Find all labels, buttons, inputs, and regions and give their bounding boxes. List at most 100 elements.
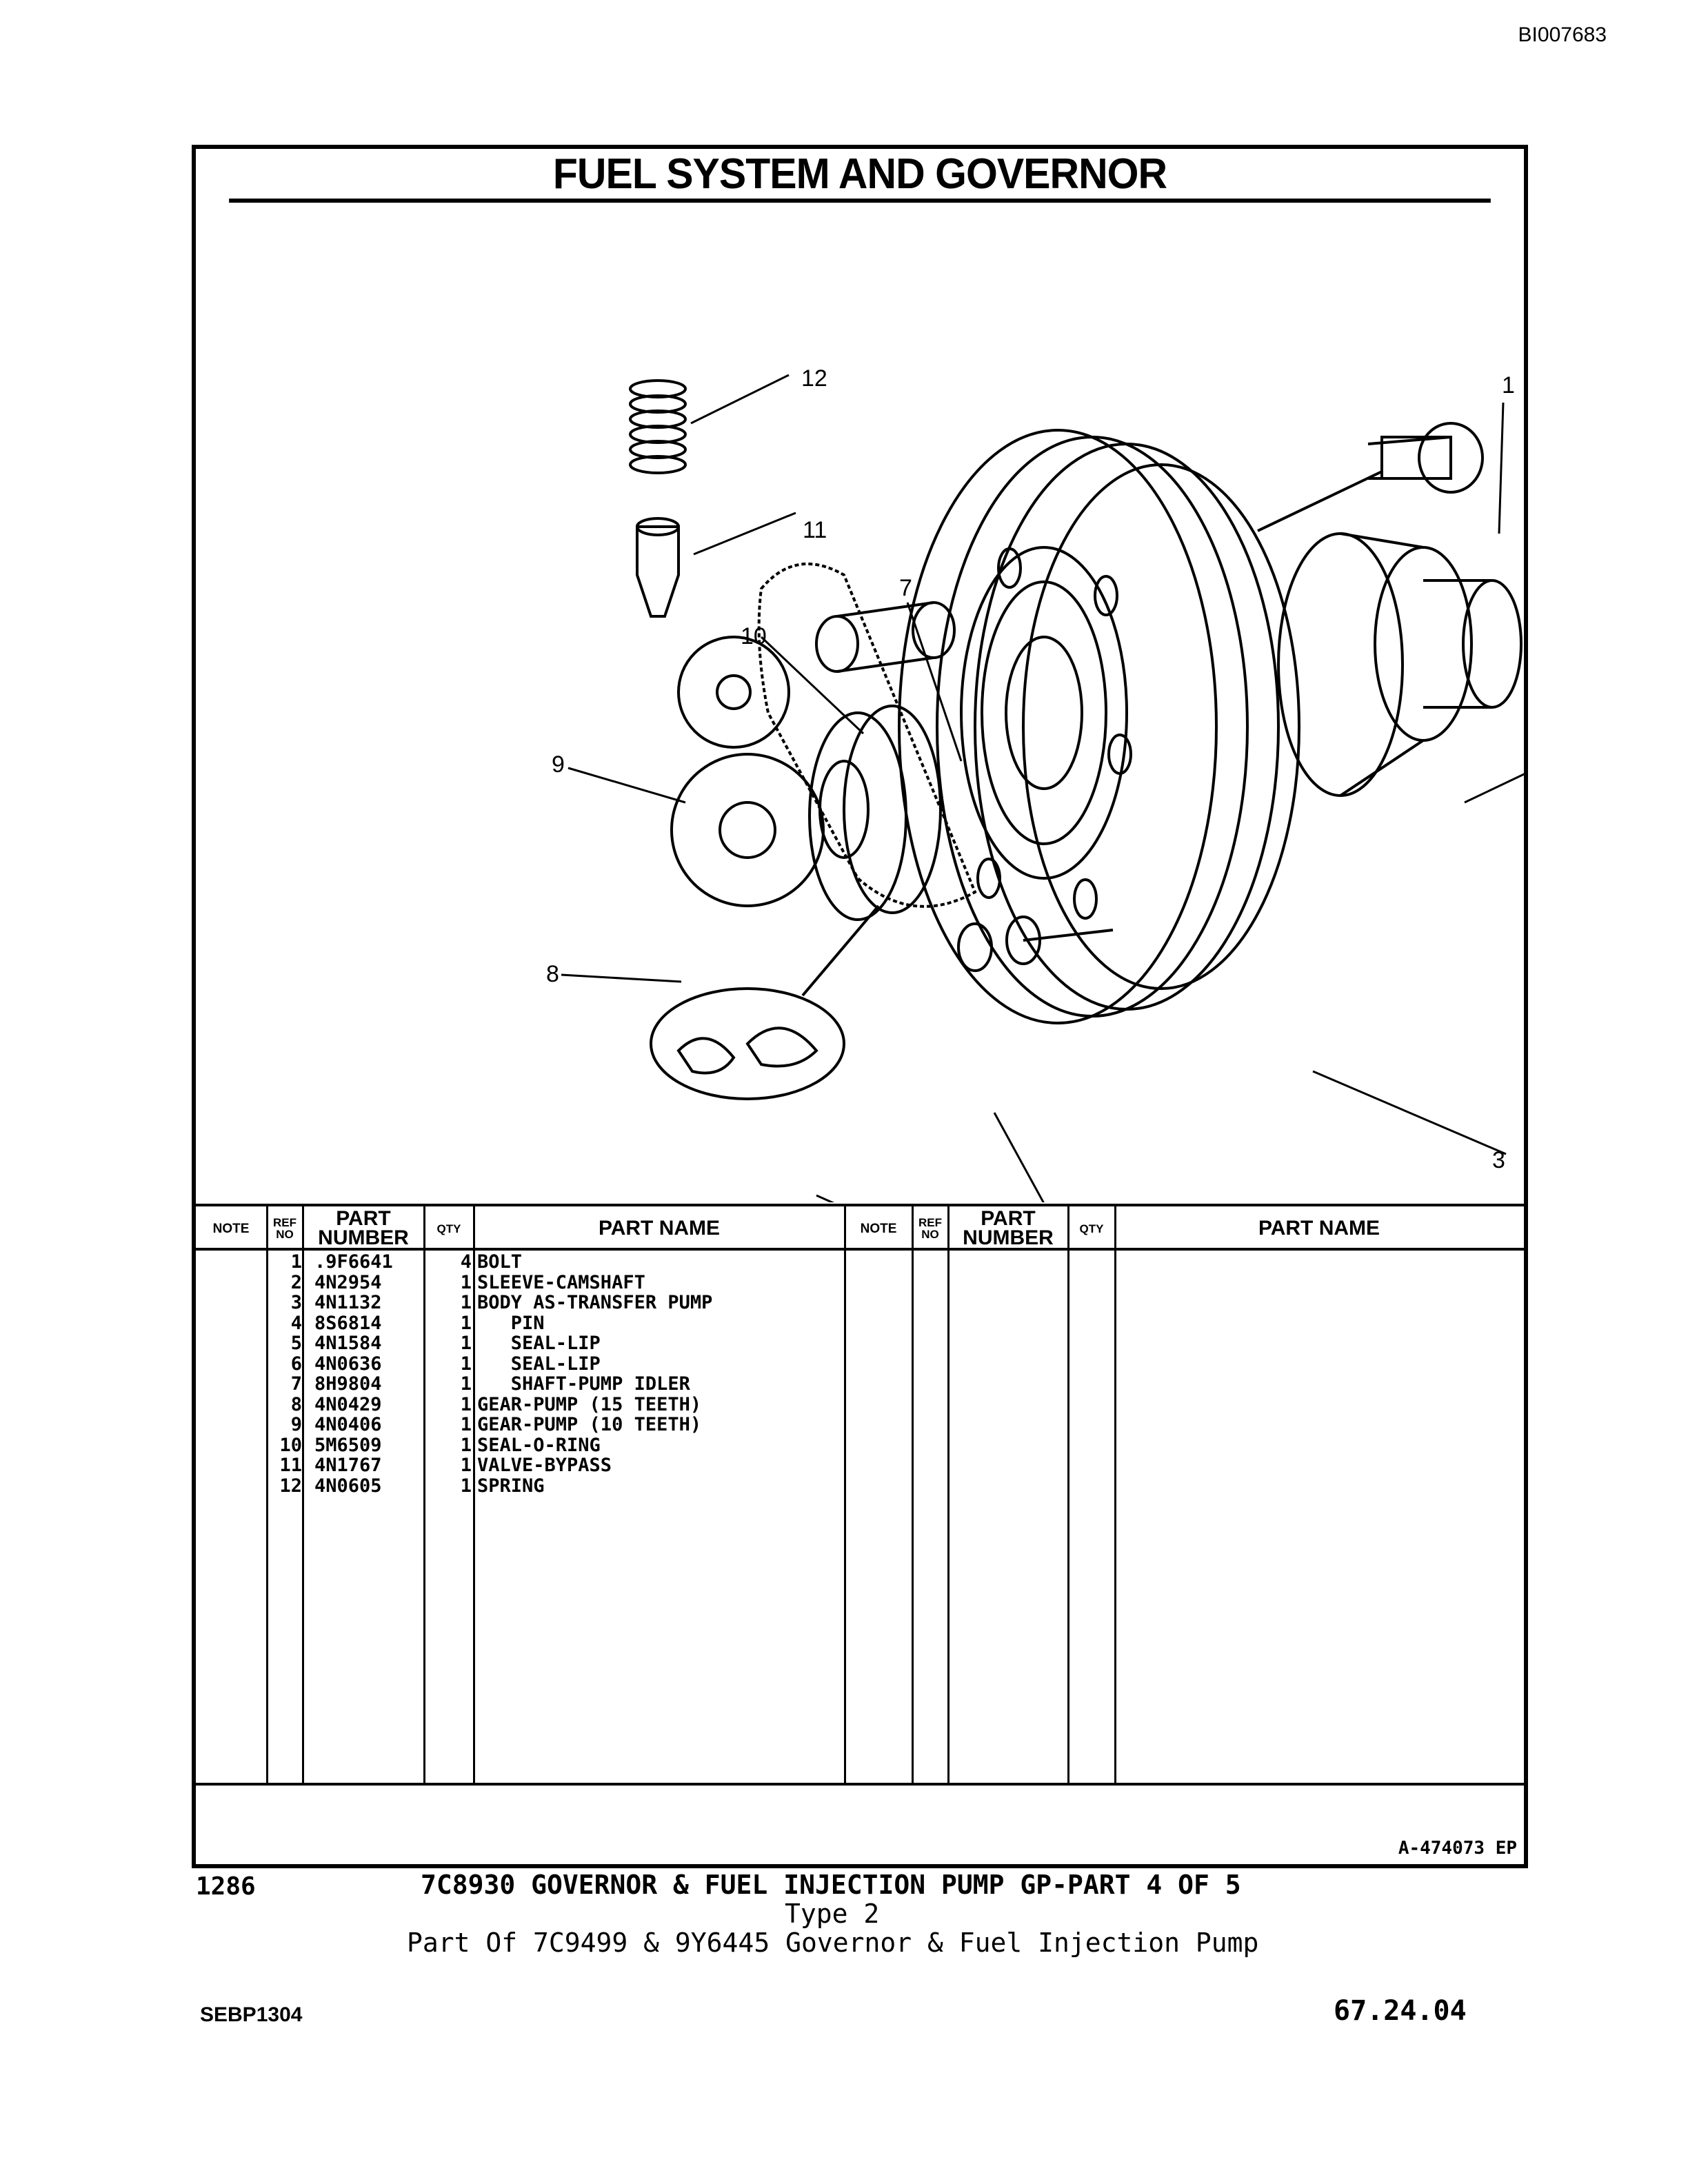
section-number: 67.24.04 (1334, 1995, 1467, 2027)
exploded-parts-illustration: 1 2 3 4 5 6 7 8 9 10 11 12 (196, 203, 1524, 1202)
cell-ref-no: 8 (290, 1393, 302, 1415)
cell-qty: 1 (460, 1475, 472, 1497)
cell-ref-no: 12 (279, 1475, 302, 1497)
table-row: 3 4N1132 1 BODY AS-TRANSFER PUMP (196, 1293, 1524, 1313)
cell-qty: 1 (460, 1271, 472, 1293)
callout-3: 3 (1492, 1147, 1505, 1173)
header-ref-top: REF (273, 1216, 297, 1229)
cell-ref-no: 4 (290, 1312, 302, 1334)
cell-part-number: 4N2954 (314, 1271, 382, 1293)
cell-ref-no: 7 (290, 1373, 302, 1395)
group-title: 7C8930 GOVERNOR & FUEL INJECTION PUMP GP… (421, 1870, 1241, 1900)
cell-part-number: 4N0636 (314, 1353, 382, 1375)
table-row: 10 5M6509 1 SEAL-O-RING (196, 1435, 1524, 1456)
parts-diagram-svg: 1 2 3 4 5 6 7 8 9 10 11 12 (546, 365, 1524, 1202)
callout-7: 7 (899, 575, 912, 601)
header-note-right: NOTE (860, 1221, 897, 1236)
cell-part-name: SPRING (477, 1475, 545, 1497)
header-ref-bottom: NO (276, 1228, 294, 1241)
table-row: 8 4N0429 1 GEAR-PUMP (15 TEETH) (196, 1393, 1524, 1415)
cell-qty: 1 (460, 1353, 472, 1375)
cell-part-name: SEAL-LIP (477, 1353, 601, 1375)
header-part-number: PART NUMBER (303, 1208, 423, 1249)
header-part-number-right: PART NUMBER (949, 1208, 1067, 1249)
cell-qty: 1 (460, 1414, 472, 1435)
cell-ref-no: 6 (290, 1353, 302, 1375)
cell-part-number: .9F6641 (314, 1251, 393, 1273)
callout-10: 10 (741, 623, 767, 649)
table-row: 9 4N0406 1 GEAR-PUMP (10 TEETH) (196, 1415, 1524, 1435)
cell-qty: 1 (460, 1312, 472, 1334)
header-pn-bottom-right: NUMBER (963, 1226, 1054, 1249)
cell-part-number: 4N1132 (314, 1292, 382, 1313)
callout-11: 11 (803, 517, 827, 543)
cell-qty: 1 (460, 1434, 472, 1456)
cell-ref-no: 9 (290, 1414, 302, 1435)
cell-part-name: BOLT (477, 1251, 523, 1273)
cell-part-name: PIN (477, 1312, 545, 1334)
table-row: 1 .9F6641 4 BOLT (196, 1252, 1524, 1273)
cell-part-name: GEAR-PUMP (10 TEETH) (477, 1414, 702, 1435)
cell-ref-no: 1 (290, 1251, 302, 1273)
table-row: 11 4N1767 1 VALVE-BYPASS (196, 1455, 1524, 1476)
cell-ref-no: 10 (279, 1434, 302, 1456)
cell-part-number: 4N0429 (314, 1393, 382, 1415)
parts-page-frame: FUEL SYSTEM AND GOVERNOR (192, 145, 1528, 1868)
callout-1: 1 (1502, 372, 1515, 398)
cell-part-number: 8S6814 (314, 1312, 382, 1334)
cell-part-name: SLEEVE-CAMSHAFT (477, 1271, 645, 1293)
cell-qty: 1 (460, 1393, 472, 1415)
header-qty: QTY (436, 1222, 461, 1235)
cell-part-name: SHAFT-PUMP IDLER (477, 1373, 690, 1395)
callout-9: 9 (552, 751, 565, 778)
table-row: 12 4N0605 1 SPRING (196, 1475, 1524, 1497)
callout-8: 8 (546, 961, 559, 987)
header-pn-top-right: PART (981, 1206, 1036, 1230)
cell-part-number: 8H9804 (314, 1373, 382, 1395)
table-row: 4 8S6814 1 PIN (196, 1313, 1524, 1334)
parts-table: NOTE REF NO PART NUMBER QTY PART NAME NO… (196, 1204, 1524, 1786)
table-row: 7 8H9804 1 SHAFT-PUMP IDLER (196, 1374, 1524, 1395)
illustration-ref-code: A-474073 EP (1398, 1838, 1517, 1859)
header-part-name-right: PART NAME (1258, 1217, 1380, 1240)
header-part-name: PART NAME (598, 1217, 721, 1240)
cell-part-name: VALVE-BYPASS (477, 1455, 612, 1476)
cell-ref-no: 2 (290, 1271, 302, 1293)
header-ref-top-right: REF (918, 1216, 942, 1229)
cell-qty: 4 (460, 1251, 472, 1273)
cell-qty: 1 (460, 1373, 472, 1395)
cell-ref-no: 11 (279, 1455, 302, 1476)
header-ref-bottom-right: NO (921, 1228, 939, 1241)
cell-part-name: SEAL-O-RING (477, 1434, 601, 1456)
cell-qty: 1 (460, 1292, 472, 1313)
cell-part-number: 4N0406 (314, 1414, 382, 1435)
page-title: FUEL SYSTEM AND GOVERNOR (229, 149, 1491, 203)
cell-qty: 1 (460, 1455, 472, 1476)
cell-part-number: 4N0605 (314, 1475, 382, 1497)
page-number: 1286 (196, 1872, 256, 1901)
header-pn-bottom: NUMBER (318, 1226, 409, 1249)
document-id: BI007683 (1518, 23, 1607, 46)
cell-ref-no: 3 (290, 1292, 302, 1313)
cell-qty: 1 (460, 1333, 472, 1354)
cell-part-name: BODY AS-TRANSFER PUMP (477, 1292, 713, 1313)
table-row: 5 4N1584 1 SEAL-LIP (196, 1333, 1524, 1354)
cell-ref-no: 5 (290, 1333, 302, 1354)
table-row: 2 4N2954 1 SLEEVE-CAMSHAFT (196, 1271, 1524, 1293)
cell-part-number: 4N1584 (314, 1333, 382, 1354)
illustration-reference-box: A-474073 EP (196, 1783, 1524, 1864)
group-part-of: Part Of 7C9499 & 9Y6445 Governor & Fuel … (407, 1928, 1259, 1958)
parts-table-header (196, 1206, 1524, 1251)
header-pn-top: PART (336, 1206, 391, 1230)
header-ref-no-right: REF NO (913, 1209, 947, 1248)
header-qty-right: QTY (1079, 1222, 1104, 1235)
group-type: Type 2 (785, 1899, 880, 1929)
header-ref-no: REF NO (268, 1209, 302, 1248)
cell-part-name: GEAR-PUMP (15 TEETH) (477, 1393, 702, 1415)
cell-part-number: 4N1767 (314, 1455, 382, 1476)
cell-part-number: 5M6509 (314, 1434, 382, 1456)
pump-body-outer (898, 429, 1218, 1024)
cell-part-name: SEAL-LIP (477, 1333, 601, 1354)
table-row: 6 4N0636 1 SEAL-LIP (196, 1353, 1524, 1375)
publication-number: SEBP1304 (200, 2003, 303, 2026)
